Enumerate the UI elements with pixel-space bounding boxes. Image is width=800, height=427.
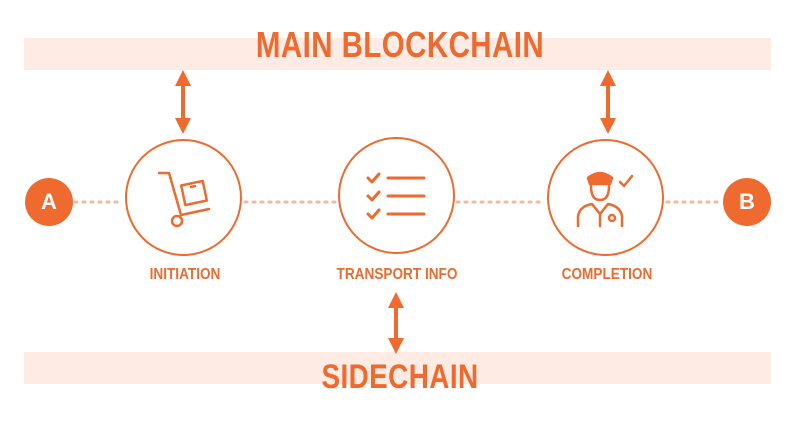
- initiation-node: [125, 139, 242, 256]
- officer-check-icon: [576, 171, 633, 227]
- transport-info-node: [338, 137, 455, 254]
- completion-label: COMPLETION: [561, 266, 653, 283]
- endpoint-a: A: [25, 178, 73, 226]
- main-blockchain-title: MAIN BLOCKCHAIN: [255, 24, 545, 65]
- sidechain-band: [24, 352, 771, 384]
- completion-node: [547, 139, 664, 256]
- hand-truck-box-icon: [157, 171, 210, 227]
- transport-info-label: TRANSPORT INFO: [336, 266, 458, 283]
- endpoint-b: B: [723, 178, 771, 226]
- checklist-icon: [366, 172, 425, 219]
- sidechain-title: SIDECHAIN: [321, 358, 479, 396]
- initiation-label: INITIATION: [149, 266, 221, 283]
- main-blockchain-band: [24, 38, 771, 70]
